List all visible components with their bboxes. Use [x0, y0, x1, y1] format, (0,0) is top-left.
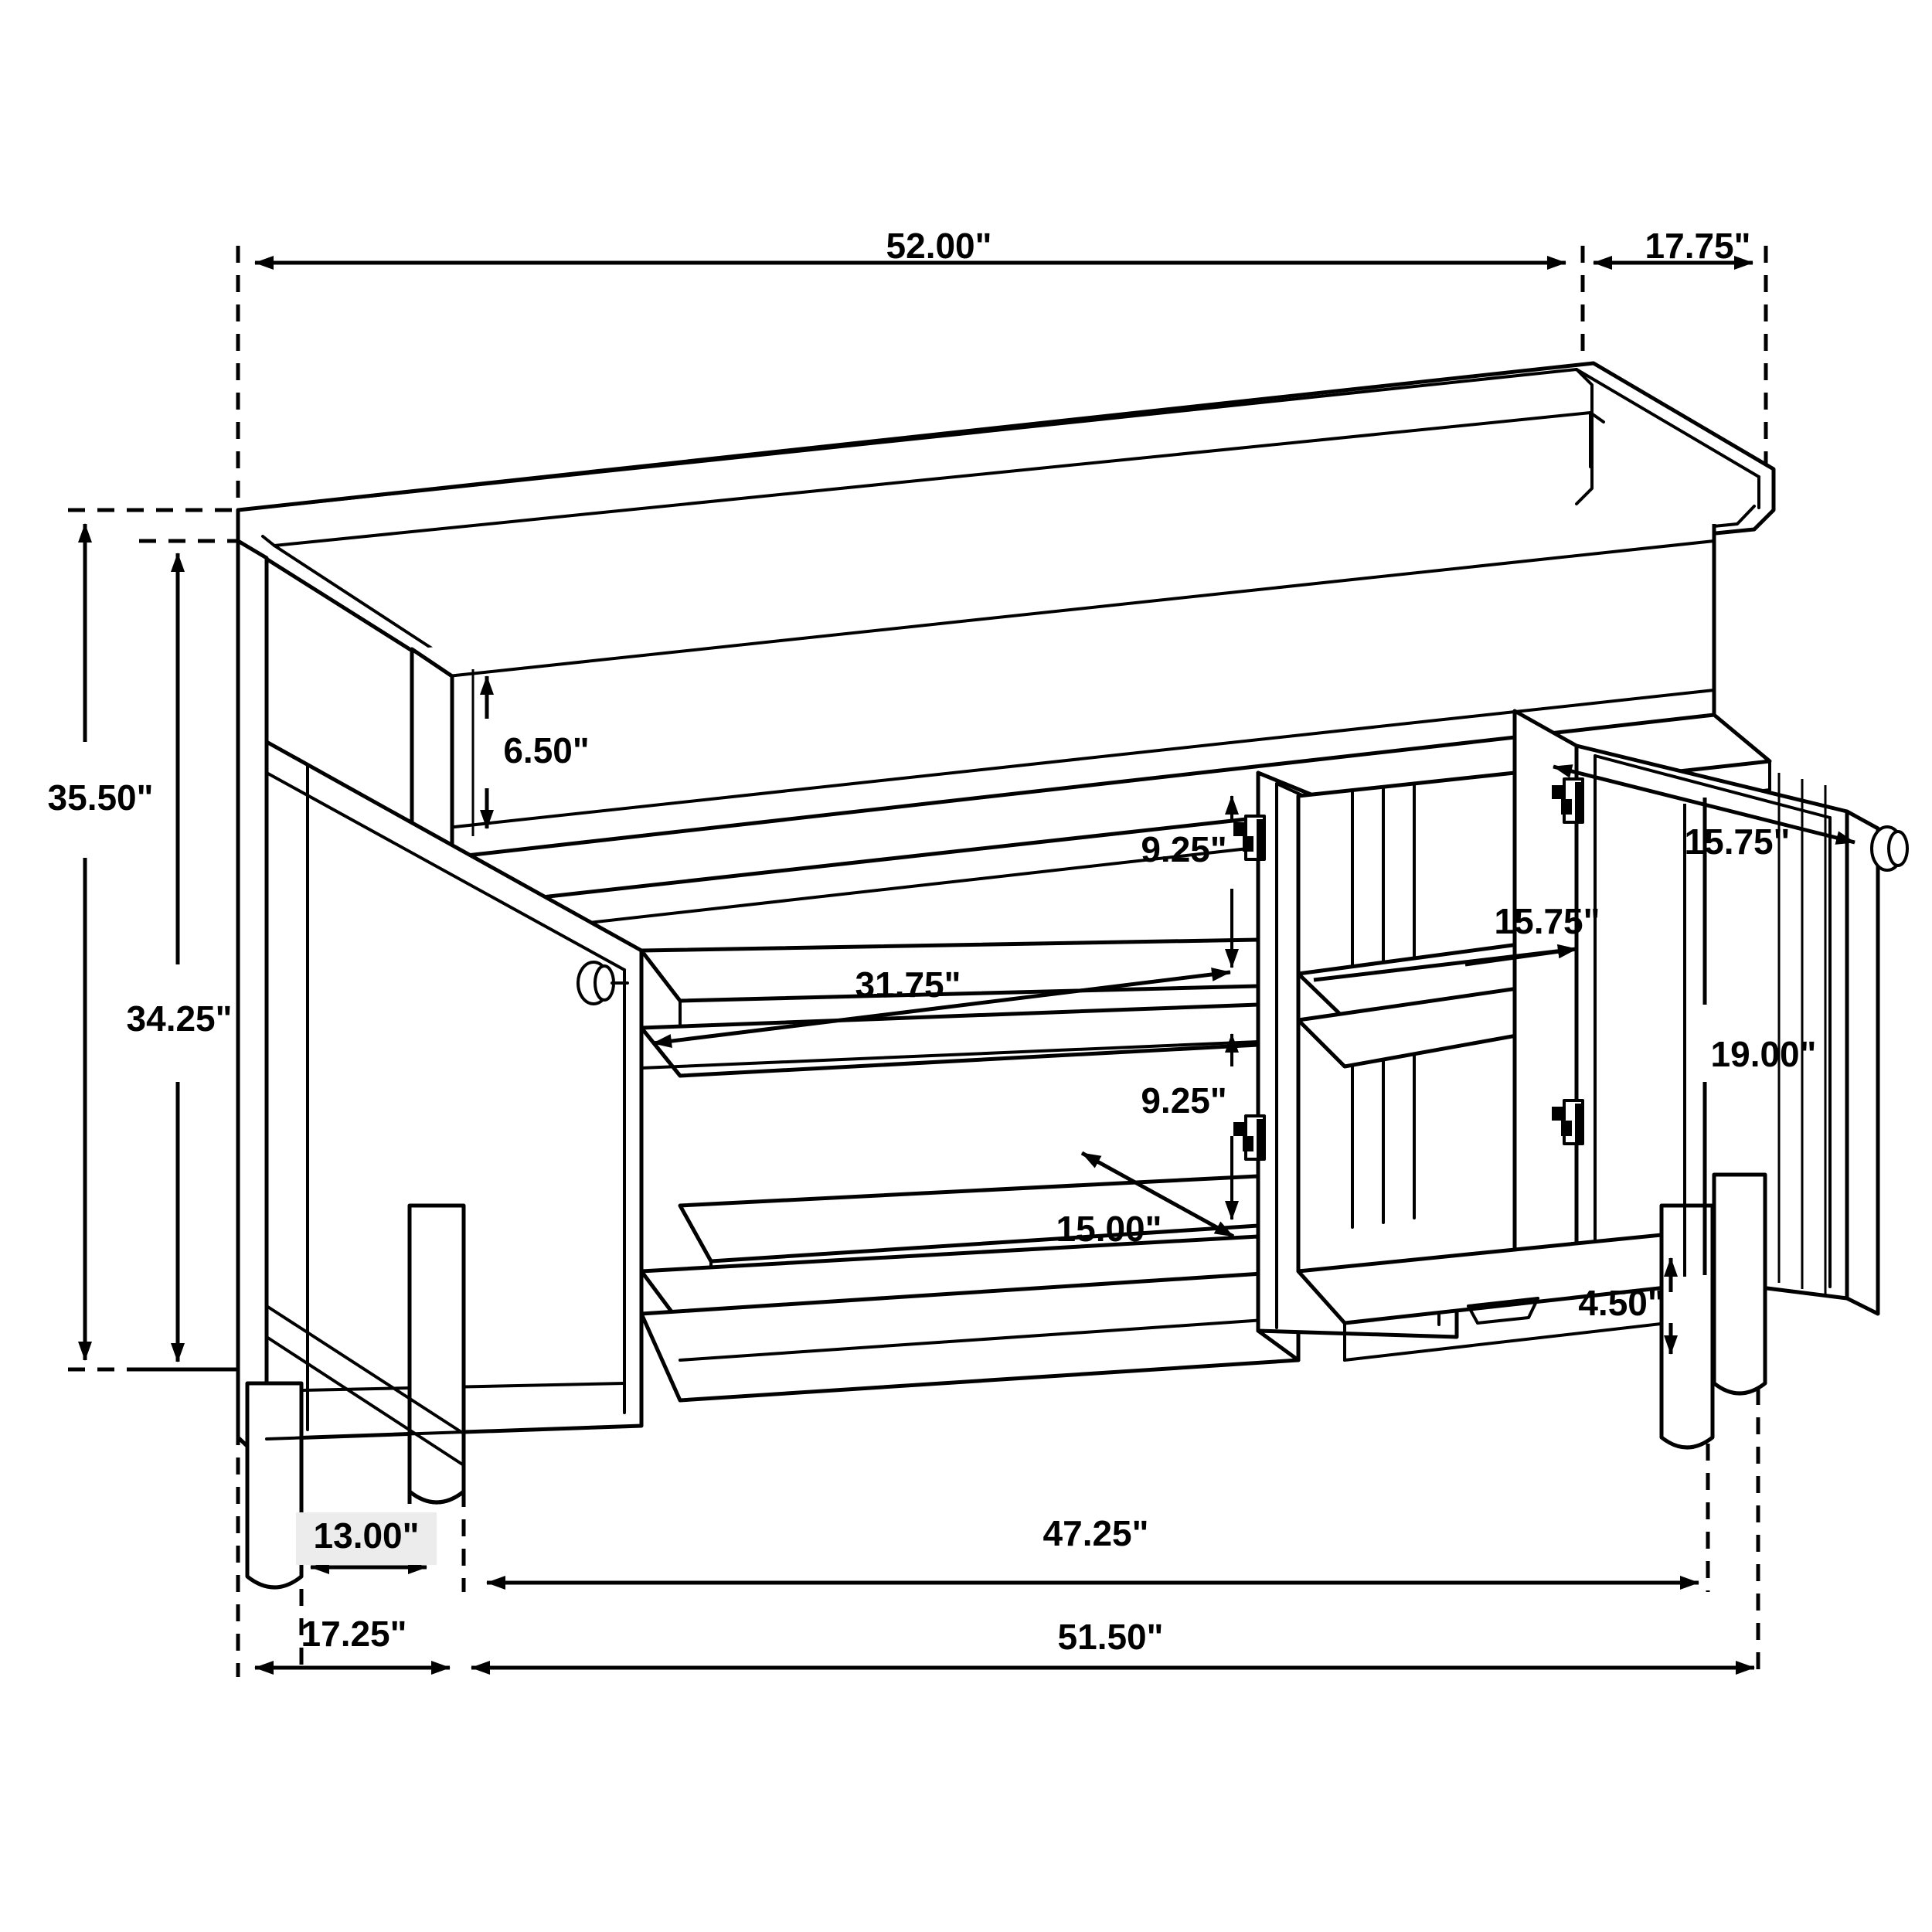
dimension-value-text: 52.00": [886, 226, 992, 266]
dimension-value-text: 15.75": [1495, 901, 1600, 941]
rear-left-leg: [407, 1203, 466, 1505]
dimension-value-text: 34.25": [127, 998, 233, 1039]
dimension-label-h-925-upper: 9.25": [1141, 829, 1226, 869]
dimension-label-w-5150: 51.50": [1058, 1617, 1164, 1657]
dimension-value-text: 47.25": [1043, 1513, 1149, 1553]
center-door-hinge-upper: [1233, 815, 1266, 861]
dimension-650: [471, 669, 494, 836]
dimension-value-text: 13.00": [314, 1515, 420, 1556]
dimension-value-text: 17.25": [301, 1614, 407, 1654]
dimension-label-d-1575-upper: 15.75": [1685, 821, 1791, 862]
dimension-label-h-3550: 35.50": [48, 777, 154, 818]
dimension-value-text: 17.75": [1645, 226, 1751, 266]
dimension-label-w-4725: 47.25": [1043, 1513, 1149, 1553]
dimension-value-text: 51.50": [1058, 1617, 1164, 1657]
dimension-label-w-1575: 15.75": [1495, 901, 1600, 941]
dimension-value-text: 4.50": [1578, 1283, 1664, 1323]
dimension-value-text: 6.50": [503, 730, 589, 770]
right-door-knob[interactable]: [1870, 825, 1909, 872]
right-edge-rules: [1777, 773, 1827, 1295]
dimension-label-h-450: 4.50": [1578, 1283, 1664, 1323]
right-door-hinge-lower: [1552, 1099, 1584, 1145]
dimension-value-text: 15.00": [1056, 1209, 1162, 1249]
dimension-value-text: 15.75": [1685, 821, 1791, 862]
dimension-label-h-1900: 19.00": [1711, 1034, 1817, 1074]
left-cabinet-door[interactable]: [264, 740, 644, 1441]
dimension-value-text: 31.75": [855, 964, 961, 1005]
label-highlight-box: [296, 1512, 437, 1565]
dimension-1500: [1080, 1151, 1235, 1239]
dimension-label-w-1300: 13.00": [296, 1512, 437, 1565]
dimension-label-w-3175: 31.75": [855, 964, 961, 1005]
dimension-1575-width: [1313, 944, 1577, 982]
dimension-value-text: 19.00": [1711, 1034, 1817, 1074]
dimension-3175: [652, 968, 1231, 1048]
center-door-hinge-lower: [1233, 1114, 1266, 1161]
dimension-label-w-1725: 17.25": [301, 1614, 407, 1654]
dimension-label-h-650: 6.50": [503, 730, 589, 770]
left-door-knob[interactable]: [577, 961, 629, 1005]
dimension-1900: [1683, 798, 1707, 1277]
left-side-panel: [236, 539, 269, 1467]
top-panel: [236, 361, 1776, 665]
dimension-value-text: 9.25": [1141, 829, 1226, 869]
dimension-label-w-52: 52.00": [886, 226, 992, 266]
dimension-label-layer: 52.00" 17.75" 35.50" 34.25" 6.50" 9.25" 31.75"…: [48, 226, 1817, 1657]
dimension-label-h-3425: 34.25": [127, 998, 233, 1039]
dimension-value-text: 35.50": [48, 777, 154, 818]
dimension-label-h-925-lower: 9.25": [1141, 1080, 1226, 1121]
left-base-trim: [265, 1304, 643, 1467]
front-left-leg: [245, 1381, 304, 1590]
dimension-label-w-1500: 15.00": [1056, 1209, 1162, 1249]
dimension-label-d-1775: 17.75": [1645, 226, 1751, 266]
dimension-value-text: 9.25": [1141, 1080, 1226, 1121]
front-right-leg: [1712, 1172, 1767, 1396]
